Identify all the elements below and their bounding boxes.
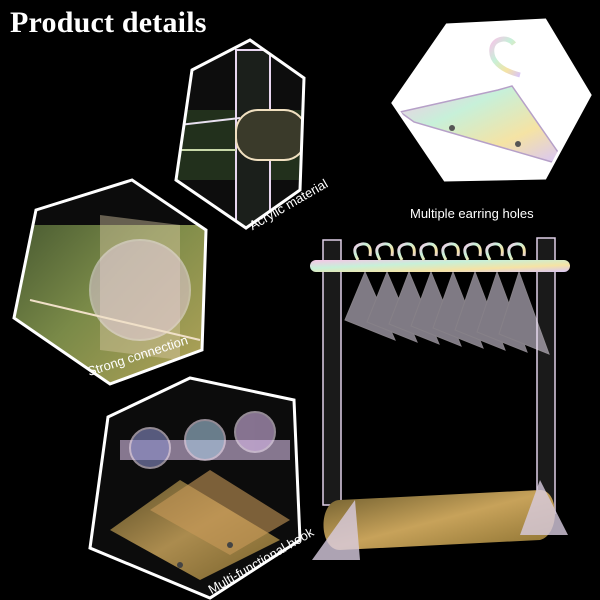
- page-title: Product details: [10, 6, 207, 39]
- detail-acrylic-panel: [176, 40, 304, 228]
- hexagon-frame-earring: [391, 18, 592, 182]
- caption-earring: Multiple earring holes: [410, 206, 534, 221]
- hexagon-frame-hook: [88, 376, 302, 600]
- acrylic-rack: [310, 237, 570, 560]
- detail-earring-panel: [393, 20, 590, 180]
- hexagon-frame-acrylic: [174, 38, 306, 230]
- hexagon-frame-strong: [12, 178, 208, 386]
- detail-hook-panel: [90, 378, 300, 598]
